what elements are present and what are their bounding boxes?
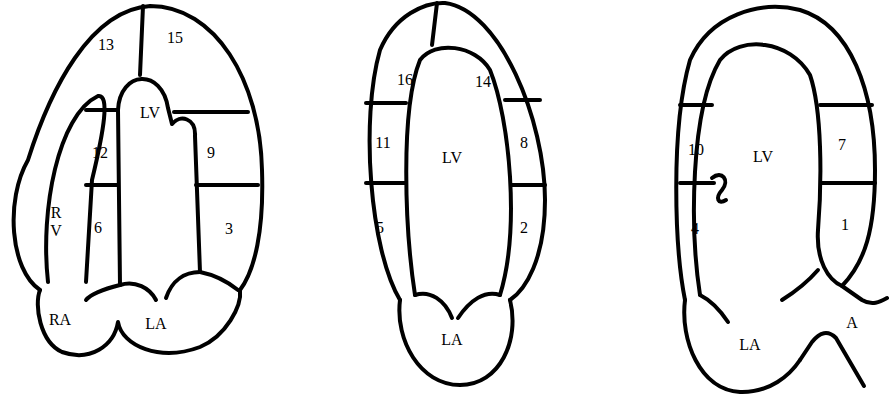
chamber-label: R V [50, 204, 62, 241]
segment-number: 11 [375, 134, 390, 152]
segment-number: 2 [520, 219, 528, 237]
segment-number: 16 [397, 71, 413, 89]
segment-number: 6 [94, 219, 102, 237]
segment-number: 4 [691, 220, 699, 238]
chamber-label: LA [441, 331, 462, 349]
segment-number: 10 [688, 141, 704, 159]
segment-number: 1 [841, 216, 849, 234]
segment-number: 8 [520, 134, 528, 152]
chamber-label: LV [140, 104, 160, 122]
segment-number: 5 [376, 219, 384, 237]
segment-number: 12 [92, 144, 108, 162]
segment-number: 15 [167, 29, 183, 47]
segment-number: 13 [98, 36, 114, 54]
chamber-label: LV [442, 149, 462, 167]
chamber-label: LA [145, 315, 166, 333]
chamber-label: A [846, 314, 858, 332]
segment-number: 7 [838, 136, 846, 154]
segment-number: 9 [207, 144, 215, 162]
segment-number: 3 [225, 220, 233, 238]
chamber-label: LA [739, 336, 760, 354]
chamber-label: RA [49, 311, 71, 329]
segment-number: 14 [475, 73, 491, 91]
chamber-label: LV [753, 148, 773, 166]
